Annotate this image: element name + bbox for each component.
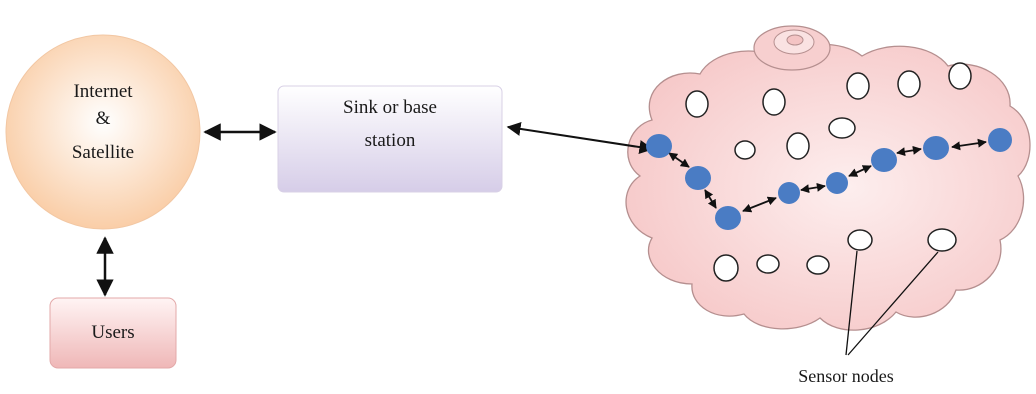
sink-cloud-arrow xyxy=(506,121,654,155)
active-sensor-node xyxy=(685,166,711,190)
route-arrow xyxy=(704,189,717,209)
sensor-nodes-callout: Sensor nodes xyxy=(798,250,939,386)
sensor-node xyxy=(685,90,709,118)
sensor-node xyxy=(762,88,786,116)
callout-line xyxy=(845,250,858,356)
sensor-node xyxy=(806,255,830,275)
sensor-node xyxy=(786,132,810,160)
route-arrow xyxy=(951,138,987,151)
active-sensor-node xyxy=(826,172,848,194)
sink-node: Sink or base station xyxy=(277,85,503,193)
active-sensor-node xyxy=(778,182,800,204)
users-label: Users xyxy=(91,322,134,343)
active-nodes xyxy=(646,128,1012,230)
route-arrow xyxy=(742,196,777,213)
ampersand-label: & xyxy=(96,108,111,129)
routing-path xyxy=(668,138,987,213)
active-sensor-node xyxy=(715,206,741,230)
internet-label: Internet xyxy=(73,81,133,102)
satellite-label: Satellite xyxy=(72,142,134,163)
internet-satellite-node: Internet & Satellite xyxy=(5,34,201,230)
sensor-node xyxy=(828,117,856,139)
active-sensor-node xyxy=(923,136,949,160)
route-arrow xyxy=(800,182,826,194)
active-sensor-node xyxy=(988,128,1012,152)
sensor-node xyxy=(846,72,870,100)
sensor-node xyxy=(734,140,756,160)
sink-label-line1: Sink or base xyxy=(343,97,437,118)
sensor-node xyxy=(948,62,972,90)
sensor-node xyxy=(713,254,739,282)
idle-nodes xyxy=(685,62,972,282)
active-sensor-node xyxy=(871,148,897,172)
sensor-node xyxy=(847,229,873,251)
route-arrow xyxy=(896,145,922,157)
sensor-node xyxy=(756,254,780,274)
callout-line xyxy=(847,251,939,356)
active-sensor-node xyxy=(646,134,672,158)
route-arrow xyxy=(848,165,872,177)
users-node: Users xyxy=(49,297,177,369)
route-arrow xyxy=(668,152,690,168)
sensor-nodes-label: Sensor nodes xyxy=(798,366,894,386)
sink-label-line2: station xyxy=(365,130,416,151)
sensor-node xyxy=(897,70,921,98)
sensor-node xyxy=(927,228,957,252)
